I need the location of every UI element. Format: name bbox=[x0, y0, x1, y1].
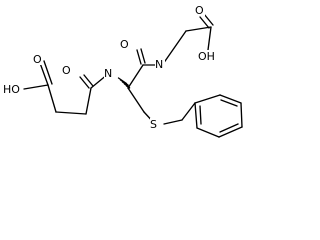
atom-label-layer: O OH O N O N O HO S bbox=[3, 4, 218, 131]
bond-amide-left-c-o-double-a bbox=[79, 76, 90, 89]
benzene-inner-3 bbox=[199, 105, 202, 125]
atom-ho-carboxyl-left: HO bbox=[3, 83, 20, 96]
benzene-edge-3 bbox=[240, 102, 243, 128]
bond-alpha-c-n-hashed bbox=[117, 77, 131, 89]
atom-oh-carboxyl-right: OH bbox=[198, 50, 215, 63]
benzene-edge-2 bbox=[219, 94, 242, 104]
label-bg-ho-carboxyl-left bbox=[3, 83, 23, 95]
atom-o-carboxyl-left: O bbox=[33, 53, 42, 66]
bond-amide-center-c-o-double-a bbox=[136, 49, 142, 65]
bond-layer bbox=[23, 13, 243, 138]
benzene-edge-1 bbox=[194, 94, 221, 104]
label-bg-s-thioether bbox=[150, 118, 160, 130]
label-bg-n-amide-left bbox=[104, 67, 114, 79]
bond-cooh-right-c-o-double-b bbox=[203, 13, 214, 26]
molecule-diagram: O OH O N O N O HO S bbox=[3, 4, 243, 138]
bond-cooh-left-c-o-double-a bbox=[39, 62, 49, 86]
label-bg-o-amide-left bbox=[62, 64, 72, 76]
molecule-canvas: O OH O N O N O HO S bbox=[3, 4, 243, 138]
bond-ch2-ch2-left bbox=[55, 111, 87, 115]
bond-amide-left-c-ch2 bbox=[85, 87, 92, 115]
benzene-edge-5 bbox=[196, 127, 220, 138]
atom-o-amide-center: O bbox=[120, 38, 129, 51]
bond-cooh-left-c-o-double-b bbox=[43, 60, 53, 85]
label-bg-oh-carboxyl-right bbox=[198, 50, 218, 62]
benzene-inner-1 bbox=[220, 99, 238, 107]
atom-s-thioether: S bbox=[150, 118, 157, 131]
bond-ch2-cooh-right bbox=[185, 26, 212, 32]
atom-o-amide-left: O bbox=[62, 64, 71, 77]
bond-cooh-right-c-o-double-a bbox=[199, 16, 210, 29]
label-bg-o-amide-center bbox=[120, 38, 130, 50]
atom-n-amide-center: N bbox=[155, 58, 163, 71]
bond-alpha-c-amide-center bbox=[127, 64, 144, 89]
bond-alpha-c-ch2 bbox=[127, 87, 145, 113]
bond-cooh-right-c-oh bbox=[207, 26, 212, 51]
benzene-edge-6 bbox=[194, 102, 198, 129]
bond-ch2-cooh-left bbox=[47, 84, 57, 113]
bond-ch2-benzene bbox=[181, 102, 196, 121]
atom-n-amide-left: N bbox=[104, 67, 112, 80]
bond-amide-center-c-o-double-b bbox=[140, 48, 146, 64]
bond-n-ch2-right bbox=[162, 30, 187, 65]
bond-s-ch2-benzyl bbox=[163, 119, 183, 125]
bond-amide-left-c-o-double-b bbox=[83, 74, 94, 87]
label-bg-o-carboxyl-left bbox=[33, 53, 43, 65]
bond-cooh-left-c-oh bbox=[23, 84, 49, 90]
benzene-edge-4 bbox=[218, 126, 243, 138]
label-bg-o-carboxyl-right bbox=[195, 4, 205, 16]
benzene-inner-2 bbox=[219, 123, 239, 133]
label-bg-n-amide-center bbox=[155, 58, 165, 70]
atom-o-carboxyl-right: O bbox=[195, 4, 204, 17]
